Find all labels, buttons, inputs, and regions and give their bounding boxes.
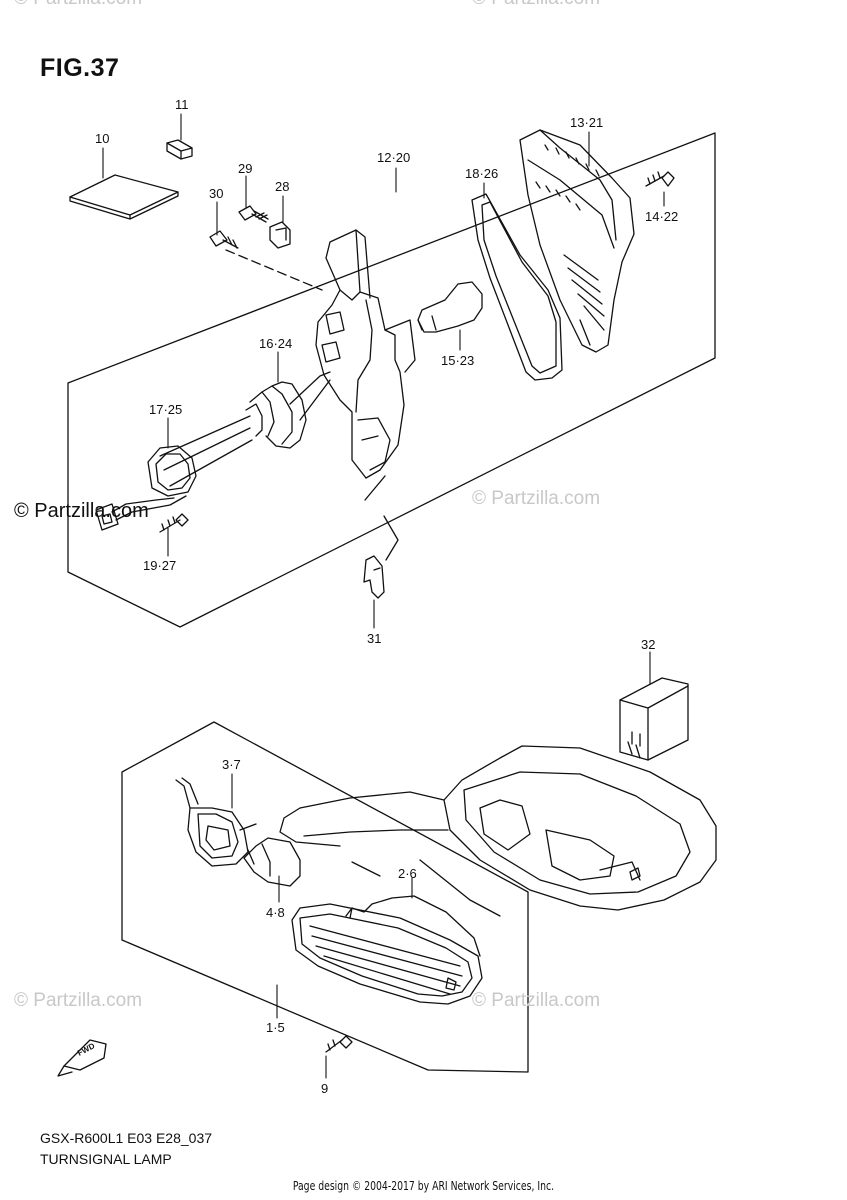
watermark: © Partzilla.com bbox=[472, 488, 601, 509]
part-name: TURNSIGNAL LAMP bbox=[40, 1151, 172, 1167]
callout-30[interactable]: 30 bbox=[209, 186, 224, 201]
callout-14-22[interactable]: 14·22 bbox=[645, 209, 679, 224]
screw-part-30 bbox=[209, 230, 239, 249]
callout-16-24[interactable]: 16·24 bbox=[259, 336, 293, 351]
watermark: © Partzilla.com bbox=[472, 0, 600, 10]
relay-part-32 bbox=[619, 677, 689, 761]
screw-part-9 bbox=[325, 1035, 353, 1053]
housing-part-2 bbox=[345, 895, 481, 957]
callout-13-21[interactable]: 13·21 bbox=[570, 115, 604, 130]
nut-part-28 bbox=[269, 221, 291, 249]
socket-part-16 bbox=[245, 371, 331, 449]
pad-part-10 bbox=[69, 174, 179, 220]
mirror-housing bbox=[443, 745, 717, 911]
model-code: GSX-R600L1 E03 E28_037 bbox=[40, 1130, 213, 1146]
mirror-stalk bbox=[279, 791, 501, 917]
watermark: © Partzilla.com bbox=[472, 990, 601, 1011]
screw-part-19 bbox=[159, 513, 189, 533]
page-credit: Page design © 2004-2017 by ARI Network S… bbox=[292, 1179, 555, 1193]
grommet-part-17 bbox=[95, 415, 253, 531]
callout-31[interactable]: 31 bbox=[367, 631, 382, 646]
callout-4-8[interactable]: 4·8 bbox=[266, 905, 285, 920]
housing-part-12 bbox=[315, 229, 416, 479]
bulb-part-4 bbox=[243, 837, 301, 887]
callout-17-25[interactable]: 17·25 bbox=[149, 402, 183, 417]
watermark-dark: © Partzilla.com bbox=[14, 500, 149, 522]
callout-10[interactable]: 10 bbox=[95, 131, 110, 146]
socket-part-3 bbox=[175, 777, 257, 867]
callout-15-23[interactable]: 15·23 bbox=[441, 353, 475, 368]
assembly-leader-dashed bbox=[225, 249, 323, 291]
watermark: © Partzilla.com bbox=[14, 0, 142, 10]
upper-assembly-frame bbox=[67, 132, 716, 628]
callout-29[interactable]: 29 bbox=[238, 161, 253, 176]
callout-18-26[interactable]: 18·26 bbox=[465, 166, 499, 181]
callout-32[interactable]: 32 bbox=[641, 637, 656, 652]
callout-12-20[interactable]: 12·20 bbox=[377, 150, 411, 165]
clip-part-11 bbox=[166, 139, 193, 160]
screw-part-29 bbox=[238, 205, 269, 223]
gasket-part-18 bbox=[471, 193, 563, 381]
callout-19-27[interactable]: 19·27 bbox=[143, 558, 177, 573]
callout-2-6[interactable]: 2·6 bbox=[398, 866, 417, 881]
fwd-arrow-icon bbox=[57, 1039, 107, 1077]
bracket-part-31 bbox=[363, 555, 385, 599]
lower-assembly-frame bbox=[121, 721, 529, 1073]
callout-leaders bbox=[102, 113, 665, 1079]
callout-1-5[interactable]: 1·5 bbox=[266, 1020, 285, 1035]
callout-3-7[interactable]: 3·7 bbox=[222, 757, 241, 772]
watermark: © Partzilla.com bbox=[14, 990, 143, 1011]
screw-part-14 bbox=[645, 171, 675, 187]
callout-11[interactable]: 11 bbox=[175, 97, 189, 112]
callout-28[interactable]: 28 bbox=[275, 179, 290, 194]
figure-title: FIG.37 bbox=[40, 54, 120, 82]
callout-9[interactable]: 9 bbox=[321, 1081, 329, 1096]
lens-part-1 bbox=[291, 903, 483, 1005]
lens-part-13 bbox=[519, 129, 635, 353]
bulb-part-15 bbox=[417, 281, 483, 333]
